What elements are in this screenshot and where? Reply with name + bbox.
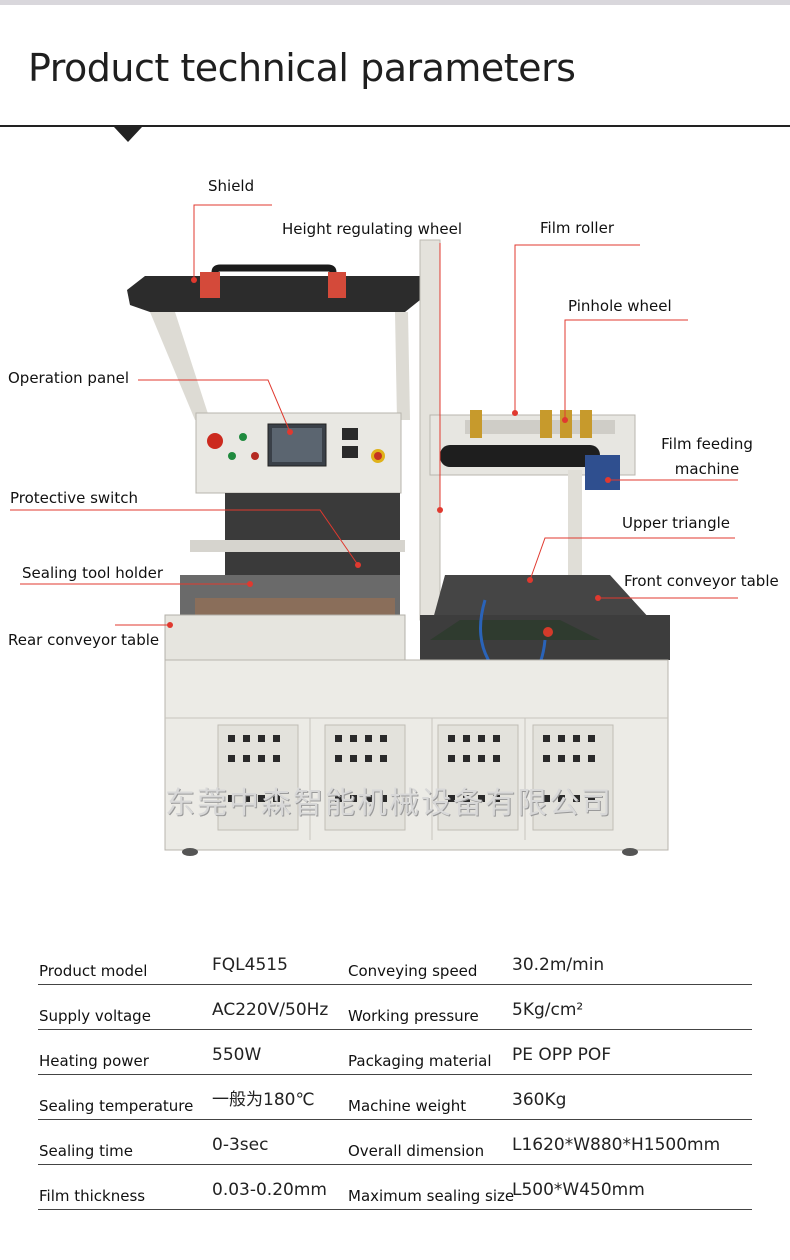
- spec-row: Film thickness 0.03-0.20mm Maximum seali…: [38, 1165, 752, 1210]
- top-accent-bar: [0, 0, 790, 5]
- spec-row: Sealing temperature 一般为180℃ Machine weig…: [38, 1075, 752, 1120]
- title-divider: [0, 125, 790, 127]
- spec-label: Conveying speed: [348, 962, 478, 980]
- callout-height-regulating-wheel: Height regulating wheel: [282, 220, 463, 238]
- callout-film-roller: Film roller: [540, 219, 614, 237]
- callout-front-conveyor-table: Front conveyor table: [624, 572, 779, 590]
- spec-value: PE OPP POF: [512, 1045, 612, 1065]
- title-notch-marker: [114, 127, 142, 142]
- machine-illustration: [10, 204, 738, 856]
- spec-value: 360Kg: [512, 1090, 567, 1110]
- spec-label: Machine weight: [348, 1097, 467, 1115]
- callout-upper-triangle: Upper triangle: [622, 514, 731, 532]
- spec-label: Packaging material: [348, 1052, 492, 1070]
- callout-pinhole-wheel: Pinhole wheel: [568, 297, 672, 315]
- spec-value: AC220V/50Hz: [212, 1000, 329, 1020]
- callout-rear-conveyor-table: Rear conveyor table: [8, 631, 160, 649]
- callout-sealing-tool-holder: Sealing tool holder: [22, 564, 164, 582]
- spec-value: 0-3sec: [212, 1135, 269, 1155]
- spec-value: 一般为180℃: [212, 1090, 315, 1110]
- spec-row: Product model FQL4515 Conveying speed 30…: [38, 940, 752, 985]
- company-watermark: 东莞中森智能机械设备有限公司: [165, 786, 613, 821]
- spec-label: Supply voltage: [39, 1007, 151, 1025]
- spec-label: Overall dimension: [348, 1142, 485, 1160]
- spec-row: Heating power 550W Packaging material PE…: [38, 1030, 752, 1075]
- spec-value: 550W: [212, 1045, 262, 1065]
- spec-value: FQL4515: [212, 955, 288, 975]
- spec-value: 5Kg/cm²: [512, 1000, 584, 1020]
- callout-protective-switch: Protective switch: [10, 489, 138, 507]
- spec-label: Sealing temperature: [39, 1097, 194, 1115]
- callout-shield: Shield: [208, 177, 255, 195]
- spec-label: Product model: [39, 962, 148, 980]
- spec-row: Sealing time 0-3sec Overall dimension L1…: [38, 1120, 752, 1165]
- callout-operation-panel: Operation panel: [8, 369, 130, 387]
- spec-label: Sealing time: [39, 1142, 133, 1160]
- spec-value: L500*W450mm: [512, 1180, 645, 1200]
- spec-label: Maximum sealing size: [348, 1187, 515, 1205]
- spec-value: L1620*W880*H1500mm: [512, 1135, 721, 1155]
- callout-film-feeding-machine: Film feeding machine: [661, 435, 753, 478]
- spec-label: Heating power: [39, 1052, 149, 1070]
- spec-table: Product model FQL4515 Conveying speed 30…: [38, 940, 752, 1210]
- spec-label: Working pressure: [348, 1007, 479, 1025]
- page-title: Product technical parameters: [28, 46, 576, 90]
- spec-row: Supply voltage AC220V/50Hz Working press…: [38, 985, 752, 1030]
- spec-value: 30.2m/min: [512, 955, 605, 975]
- spec-label: Film thickness: [39, 1187, 146, 1205]
- spec-value: 0.03-0.20mm: [212, 1180, 327, 1200]
